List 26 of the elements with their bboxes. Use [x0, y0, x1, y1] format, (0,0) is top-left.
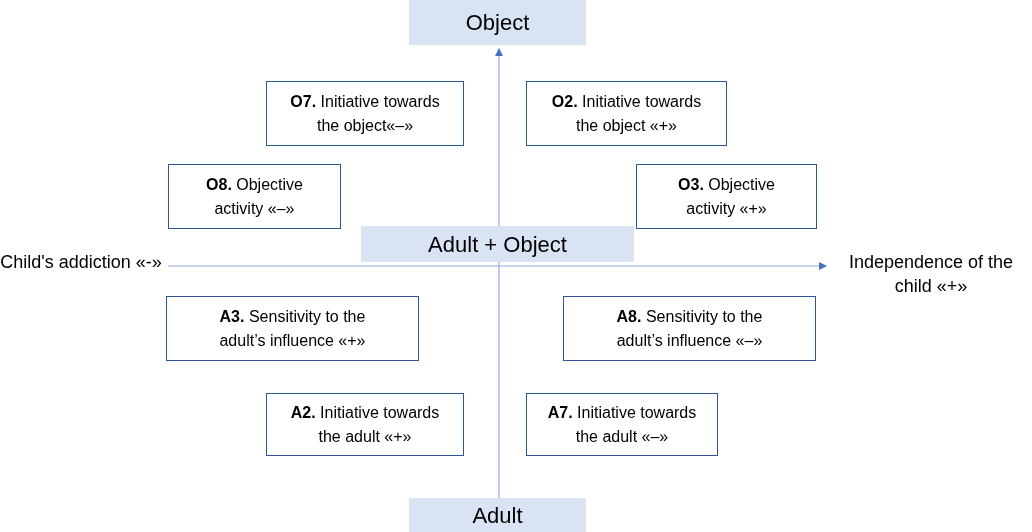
- box-text: Child's addiction «-»: [0, 252, 162, 272]
- box-text: A2. Initiative towards the adult «+»: [289, 402, 441, 447]
- axis-band: [409, 0, 586, 45]
- quadrant-box: [266, 81, 464, 146]
- quadrant-box: [266, 393, 464, 456]
- box-text: O2. Initiative towards the object «+»: [550, 91, 703, 136]
- box-text: O7. Initiative towards the object«–»: [289, 91, 441, 136]
- arrow: [167, 262, 827, 270]
- box-text: O8. Objective activity «–»: [205, 174, 304, 219]
- quadrant-box: [526, 81, 727, 146]
- axis-band: [409, 498, 586, 532]
- axis-band: [361, 226, 634, 262]
- box-text: Object: [465, 9, 530, 37]
- quadrant-box: [563, 296, 816, 361]
- box-text: A8. Sensitivity to the adult’s influence «–»: [615, 306, 764, 351]
- box-text: O3. Objective activity «+»: [677, 174, 776, 219]
- box-text: Adult: [472, 501, 523, 530]
- quadrant-box: [526, 393, 718, 456]
- quadrant-box: [166, 296, 419, 361]
- quadrant-box: [636, 164, 817, 229]
- box-text: Independence of the child «+»: [848, 252, 1014, 296]
- quadrant-box: [168, 164, 341, 229]
- box-text: Adult + Object: [428, 230, 567, 259]
- arrow: [495, 48, 503, 227]
- box-text: A7. Initiative towards the adult «–»: [546, 402, 698, 447]
- box-text: A3. Sensitivity to the adult’s influence «+»: [218, 306, 367, 351]
